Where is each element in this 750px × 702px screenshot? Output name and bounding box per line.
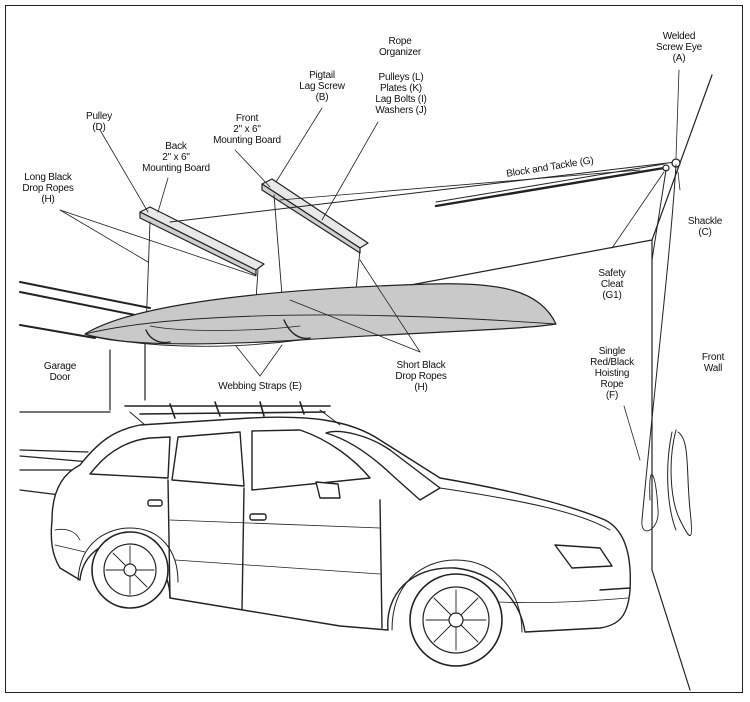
label-safety-cleat: Safety Cleat (G1) (598, 268, 626, 301)
label-front-mounting-board: Front 2" x 6" Mounting Board (213, 113, 281, 146)
label-pulley: Pulley (D) (85, 111, 113, 133)
back-mounting-board (139, 206, 265, 276)
front-wheel (409, 573, 503, 667)
label-front-wall: Front Wall (701, 352, 725, 374)
leader-lines (59, 69, 681, 461)
label-garage-door: Garage Door (43, 361, 77, 383)
label-pulleys-plates-bolts-washers: Pulleys (L) Plates (K) Lag Bolts (I) Was… (375, 72, 427, 116)
garage-walls (19, 74, 713, 691)
label-long-black-drop-ropes: Long Black Drop Ropes (H) (22, 172, 74, 205)
webbing-straps (145, 319, 311, 344)
label-webbing-straps: Webbing Straps (E) (218, 381, 302, 392)
label-welded-screw-eye: Welded Screw Eye (A) (656, 31, 702, 64)
label-rope-organizer: Rope Organizer (378, 36, 422, 58)
label-pigtail-lag-screw: Pigtail Lag Screw (B) (299, 70, 345, 103)
kayak (84, 283, 557, 347)
roof-rack (124, 401, 341, 426)
label-short-black-drop-ropes: Short Black Drop Ropes (H) (395, 360, 447, 393)
block-and-tackle (434, 158, 681, 208)
label-single-hoisting-rope: Single Red/Black Hoisting Rope (F) (590, 346, 634, 401)
label-back-mounting-board: Back 2" x 6" Mounting Board (142, 141, 210, 174)
front-mounting-board (261, 178, 369, 254)
car (50, 416, 632, 633)
label-shackle: Shackle (C) (687, 216, 723, 238)
rear-wheel (91, 531, 169, 609)
garage-door-rails (19, 281, 151, 463)
